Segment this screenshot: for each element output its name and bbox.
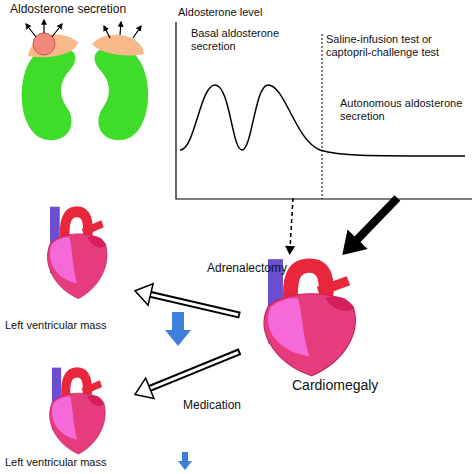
node-text: Autonomous aldosterone secretion bbox=[340, 97, 468, 122]
connector-shaft bbox=[357, 198, 398, 240]
heart-node: Left ventricular mass bbox=[5, 205, 135, 335]
test-divider bbox=[322, 34, 323, 199]
connector-arrow bbox=[285, 198, 295, 255]
edge-label: Medication bbox=[183, 399, 241, 413]
phase-region: Basal aldosterone secretion bbox=[185, 25, 320, 198]
edge-label: Adrenalectomy bbox=[207, 262, 287, 276]
plot-axes bbox=[176, 22, 472, 199]
secretion-arrow bbox=[26, 24, 36, 37]
secretion-arrow bbox=[133, 26, 141, 38]
adrenal-gland bbox=[92, 35, 144, 56]
phase-region: Autonomous aldosterone secretion bbox=[338, 97, 470, 198]
aldosterone-curve bbox=[180, 85, 465, 156]
arrow-head bbox=[285, 246, 295, 255]
node-text: Cardiomegaly bbox=[292, 377, 402, 393]
arrow-head bbox=[135, 284, 153, 305]
heart-node: Left ventricular mass bbox=[5, 362, 135, 470]
node-text: Left ventricular mass bbox=[5, 319, 135, 332]
connector-shaft bbox=[290, 198, 293, 247]
adrenal-nodule bbox=[33, 33, 55, 55]
secretion-arrow bbox=[120, 22, 121, 35]
heading-label: Aldosterone secretion bbox=[10, 3, 160, 17]
connector-arrow bbox=[135, 284, 240, 315]
phase-label: Saline-infusion test or captopril-challe… bbox=[326, 33, 456, 58]
connector-arrow bbox=[342, 198, 397, 255]
kidney bbox=[22, 47, 76, 140]
kidney bbox=[95, 47, 149, 140]
heart-illustration bbox=[50, 368, 105, 454]
decrease-arrow bbox=[178, 452, 192, 470]
axis-label: Aldosterone level bbox=[178, 6, 308, 19]
heart-node: Cardiomegaly bbox=[240, 255, 395, 395]
connector-inner bbox=[148, 352, 239, 389]
node-text: Left ventricular mass bbox=[5, 456, 135, 469]
connector-arrow bbox=[135, 352, 240, 399]
connector-shaft bbox=[149, 352, 240, 389]
arrow-head bbox=[135, 378, 154, 398]
heart-illustration bbox=[264, 259, 355, 376]
heart-illustration bbox=[47, 207, 106, 299]
secretion-arrow bbox=[104, 26, 110, 38]
arrow-head bbox=[342, 229, 367, 255]
decrease-arrow bbox=[165, 312, 191, 346]
node-text: Basal aldosterone secretion bbox=[191, 27, 303, 52]
secretion-arrow bbox=[43, 20, 44, 33]
connector-shaft bbox=[150, 294, 240, 315]
connector-inner bbox=[148, 294, 238, 315]
secretion-arrow bbox=[52, 24, 62, 37]
